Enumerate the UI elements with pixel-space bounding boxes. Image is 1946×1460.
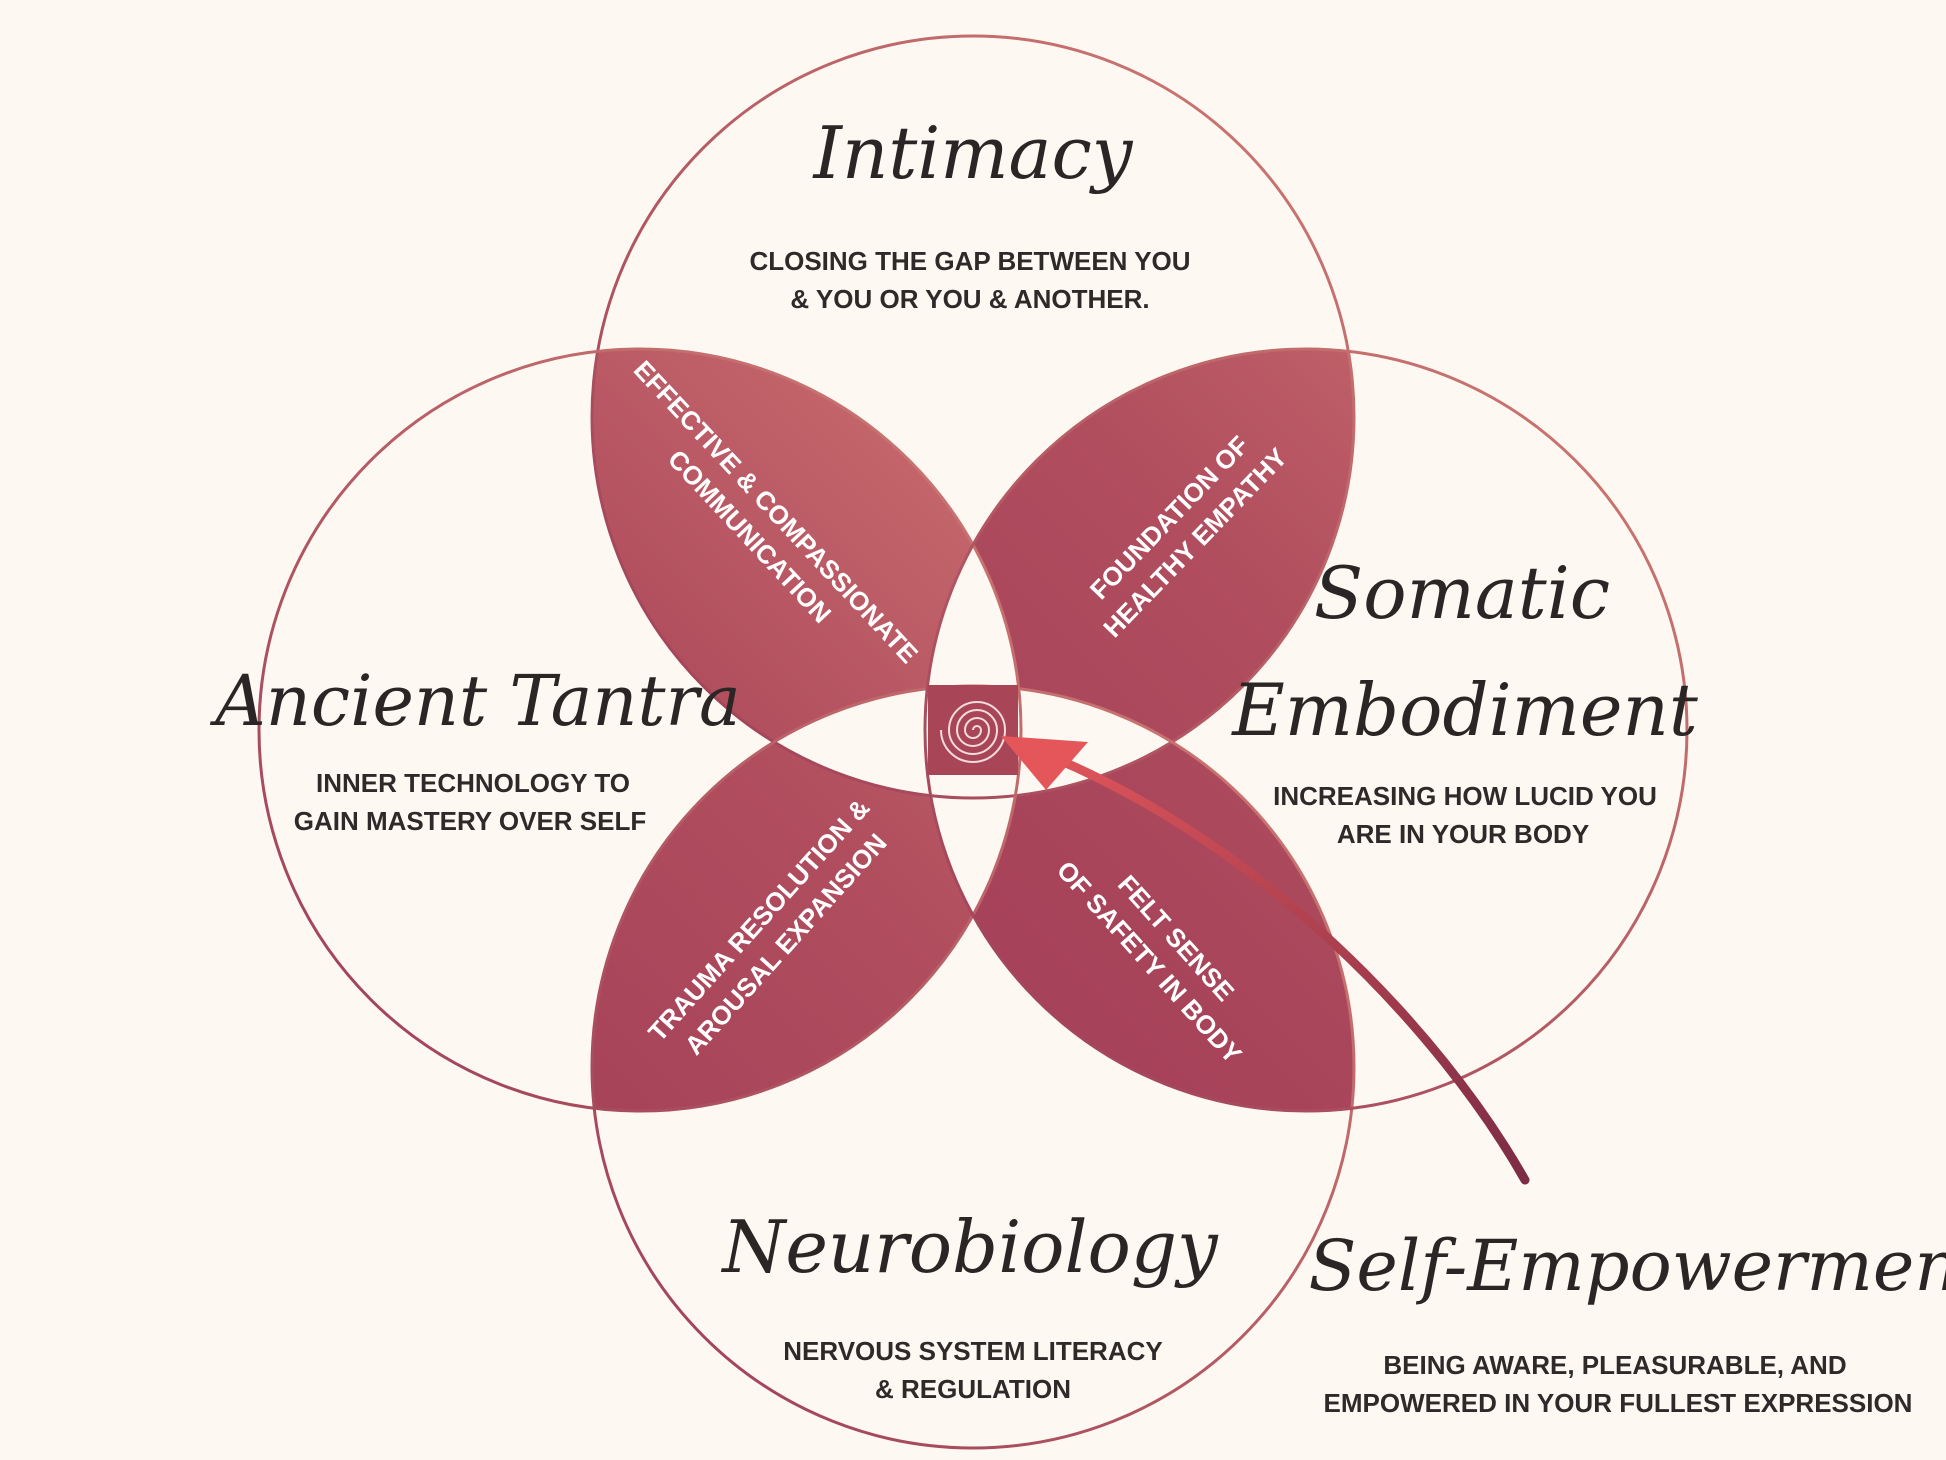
- arrow-icon: [1001, 736, 1530, 1185]
- circle-top-outline: [590, 34, 1356, 800]
- somatic-desc-line1: INCREASING HOW LUCID YOU: [1273, 781, 1657, 811]
- ancient-tantra-desc-line1: INNER TECHNOLOGY TO: [316, 768, 630, 798]
- intimacy-desc-line2: & YOU OR YOU & ANOTHER.: [790, 284, 1149, 314]
- self-empowerment-desc-line1: BEING AWARE, PLEASURABLE, AND: [1383, 1350, 1846, 1380]
- neurobiology-desc-line1: NERVOUS SYSTEM LITERACY: [783, 1336, 1162, 1366]
- spiral-icon: [928, 685, 1018, 775]
- neurobiology-desc-line2: & REGULATION: [875, 1374, 1071, 1404]
- self-empowerment-desc-line2: EMPOWERED IN YOUR FULLEST EXPRESSION: [1324, 1388, 1913, 1418]
- somatic-desc-line2: ARE IN YOUR BODY: [1337, 819, 1589, 849]
- intimacy-desc-line1: CLOSING THE GAP BETWEEN YOU: [749, 246, 1190, 276]
- neurobiology-title: Neurobiology: [720, 1205, 1219, 1289]
- ancient-tantra-desc-line2: GAIN MASTERY OVER SELF: [294, 806, 647, 836]
- circle-right-outline: [923, 347, 1689, 1113]
- somatic-title-line2: Embodiment: [1230, 668, 1699, 752]
- self-empowerment-title: Self-Empowerment: [1308, 1225, 1946, 1307]
- circle-left-outline: [257, 347, 1023, 1113]
- ancient-tantra-title: Ancient Tantra: [209, 660, 741, 742]
- intimacy-title: Intimacy: [812, 111, 1134, 195]
- somatic-title-line1: Somatic: [1314, 551, 1610, 635]
